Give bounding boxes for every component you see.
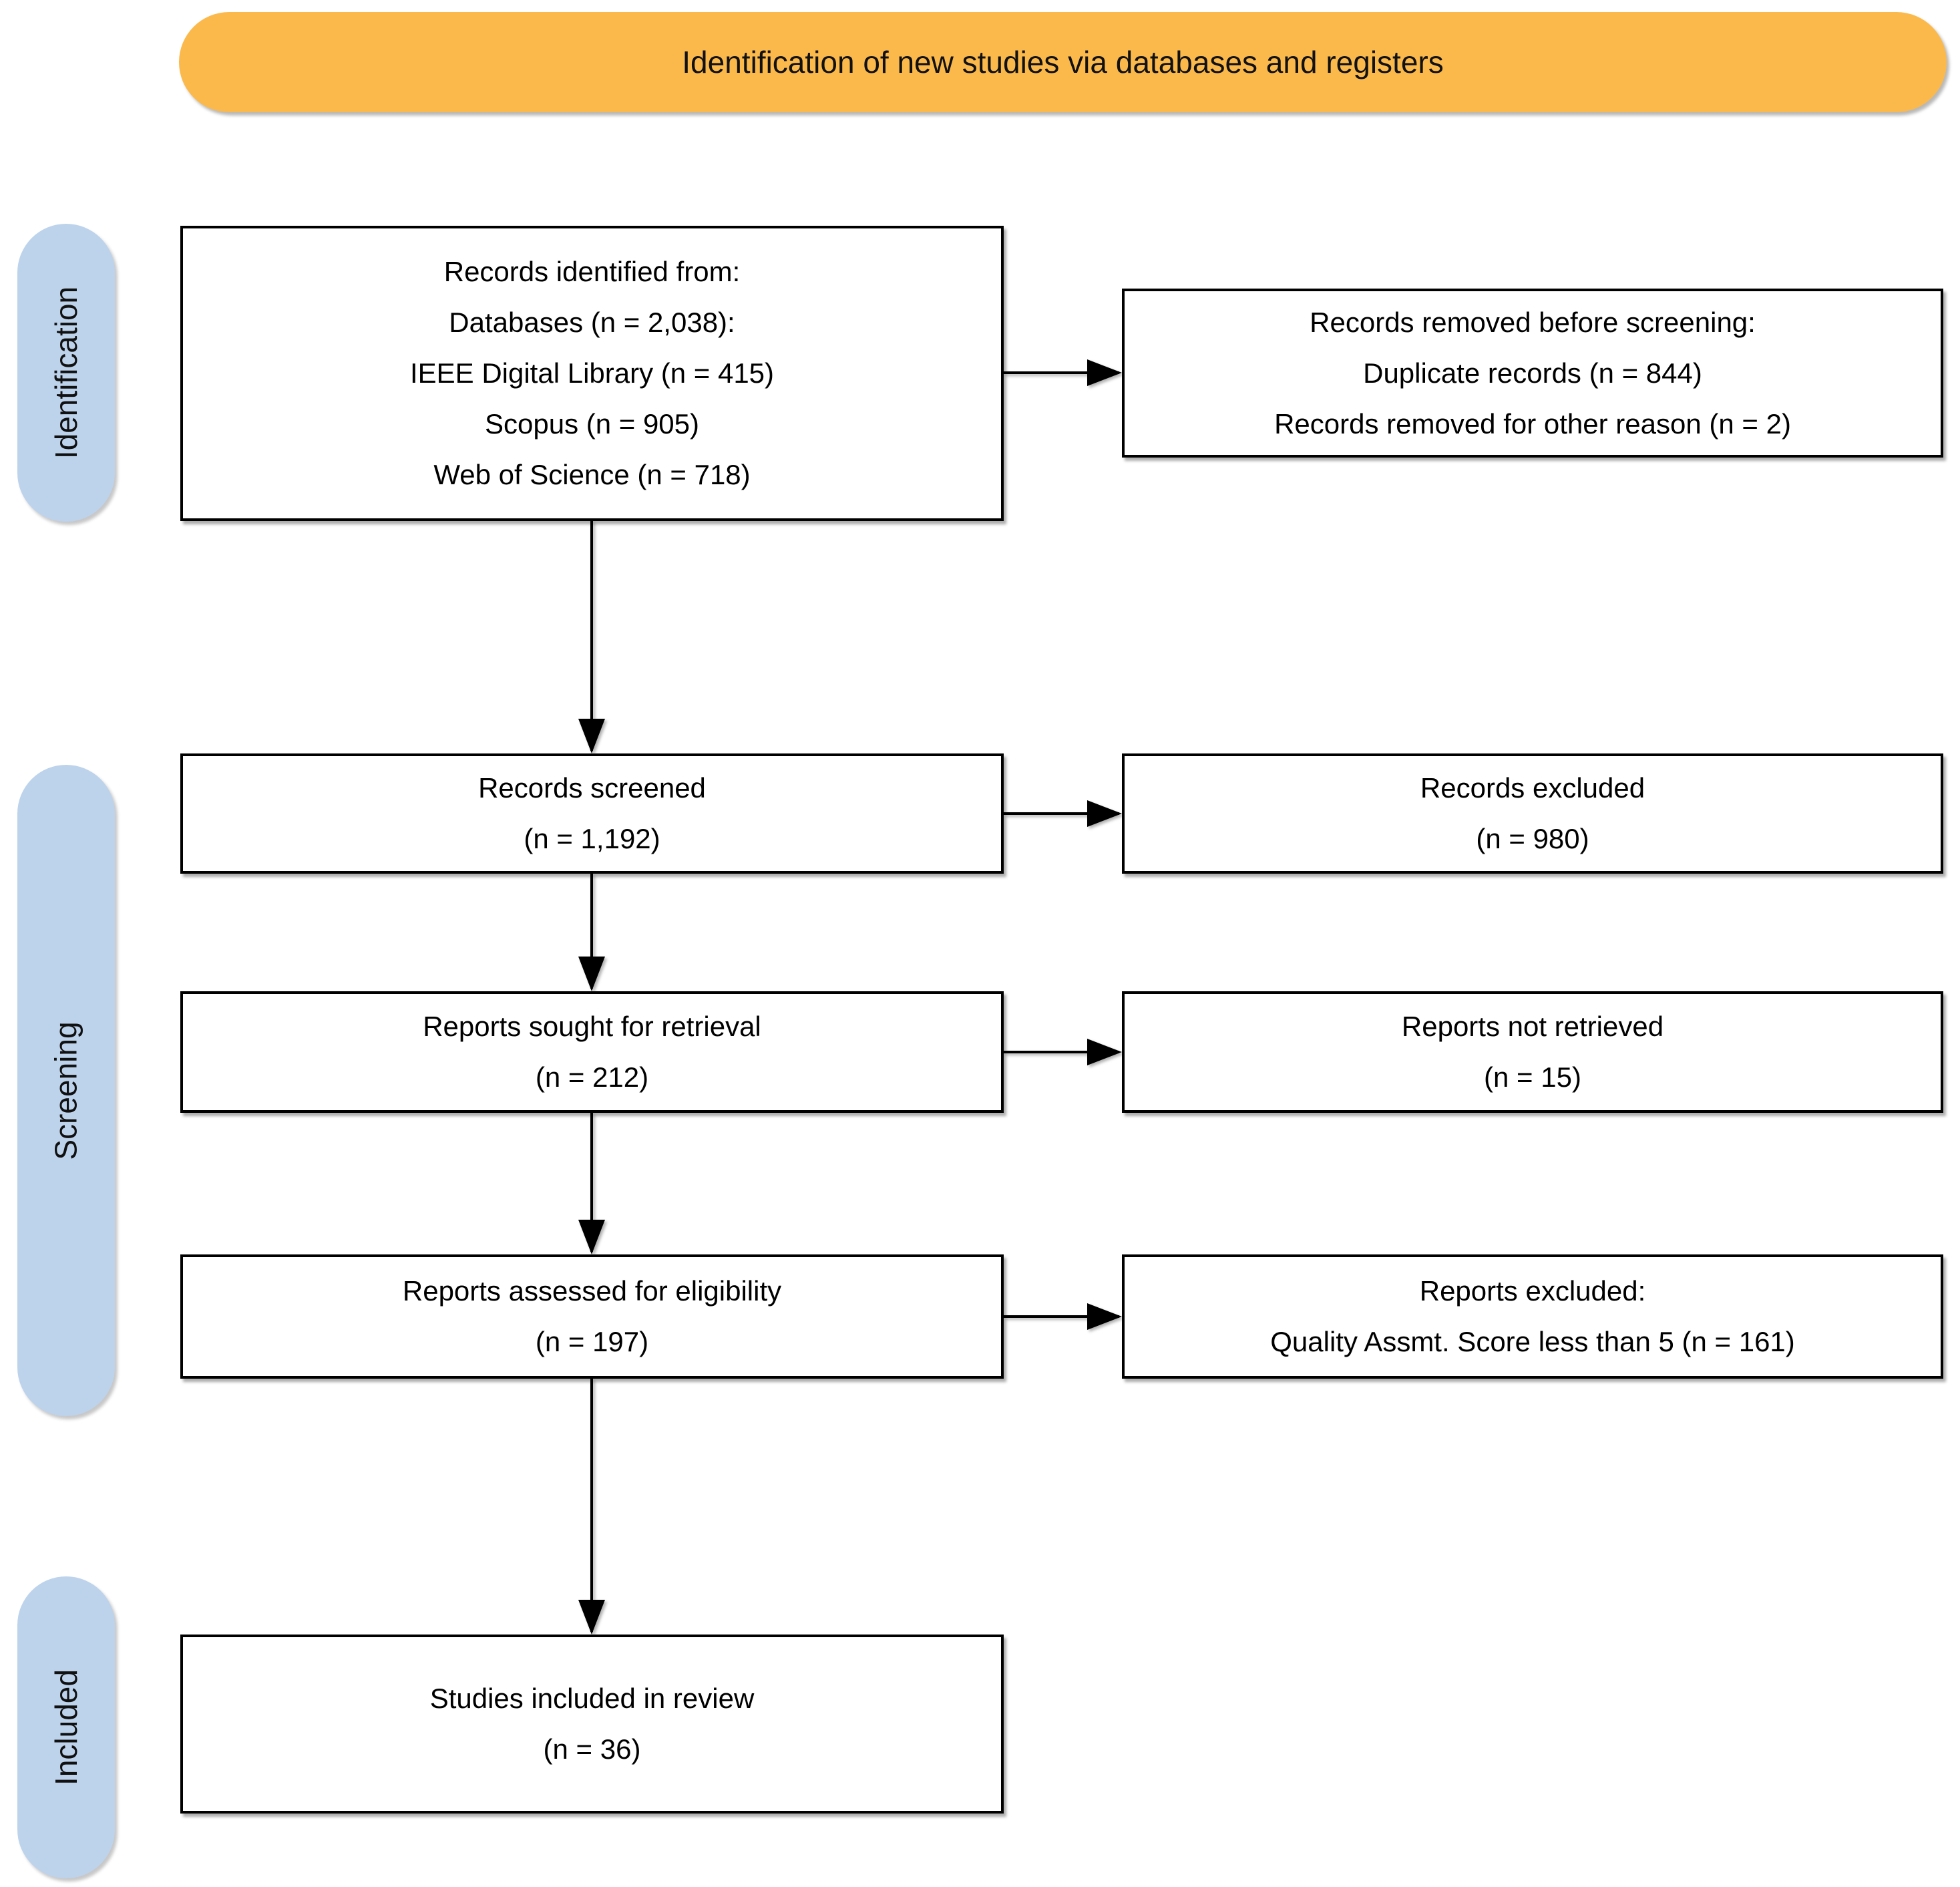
box-line: Quality Assmt. Score less than 5 (n = 16…: [1270, 1326, 1795, 1357]
box-line: Records identified from:: [443, 256, 741, 287]
box-line: Duplicate records (n = 844): [1363, 357, 1702, 389]
stage-screening-text: Screening: [49, 1021, 84, 1160]
banner: Identification of new studies via databa…: [179, 12, 1947, 112]
flow-box-studies-included: Studies included in review (n = 36): [180, 1635, 1004, 1814]
flow-box-records-removed: Records removed before screening: Duplic…: [1122, 289, 1943, 458]
box-line: Reports excluded:: [1419, 1275, 1646, 1307]
box-line: (n = 980): [1476, 823, 1589, 854]
stage-label-included: Included: [17, 1576, 115, 1878]
box-line: Reports sought for retrieval: [423, 1011, 761, 1042]
stage-included-text: Included: [49, 1669, 84, 1785]
stage-label-screening: Screening: [17, 765, 115, 1416]
flow-box-records-excluded: Records excluded (n = 980): [1122, 753, 1943, 874]
flow-box-records-screened: Records screened (n = 1,192): [180, 753, 1004, 874]
stage-label-identification: Identification: [17, 224, 115, 522]
box-line: Web of Science (n = 718): [433, 459, 751, 490]
box-line: Records screened: [478, 772, 706, 804]
flow-box-reports-not-retrieved: Reports not retrieved (n = 15): [1122, 991, 1943, 1113]
box-line: (n = 36): [543, 1733, 641, 1765]
flow-box-reports-assessed: Reports assessed for eligibility (n = 19…: [180, 1254, 1004, 1379]
box-line: Records removed before screening:: [1310, 306, 1756, 338]
flow-box-reports-sought: Reports sought for retrieval (n = 212): [180, 991, 1004, 1113]
stage-identification-text: Identification: [49, 286, 83, 460]
box-line: Reports not retrieved: [1401, 1011, 1664, 1042]
box-line: (n = 15): [1484, 1061, 1581, 1093]
box-line: Records removed for other reason (n = 2): [1274, 407, 1791, 440]
box-line: Reports assessed for eligibility: [402, 1275, 782, 1307]
flow-box-reports-excluded: Reports excluded: Quality Assmt. Score l…: [1122, 1254, 1943, 1379]
box-line: (n = 212): [535, 1061, 649, 1093]
box-line: (n = 197): [535, 1326, 649, 1357]
box-line: Records excluded: [1420, 772, 1645, 804]
banner-title: Identification of new studies via databa…: [682, 45, 1444, 79]
flow-box-records-identified: Records identified from: Databases (n = …: [180, 226, 1004, 521]
box-line: Databases (n = 2,038):: [449, 307, 735, 338]
box-line: (n = 1,192): [524, 823, 660, 854]
box-line: IEEE Digital Library (n = 415): [409, 357, 775, 389]
box-line: Scopus (n = 905): [484, 408, 700, 440]
box-line: Studies included in review: [429, 1683, 755, 1714]
